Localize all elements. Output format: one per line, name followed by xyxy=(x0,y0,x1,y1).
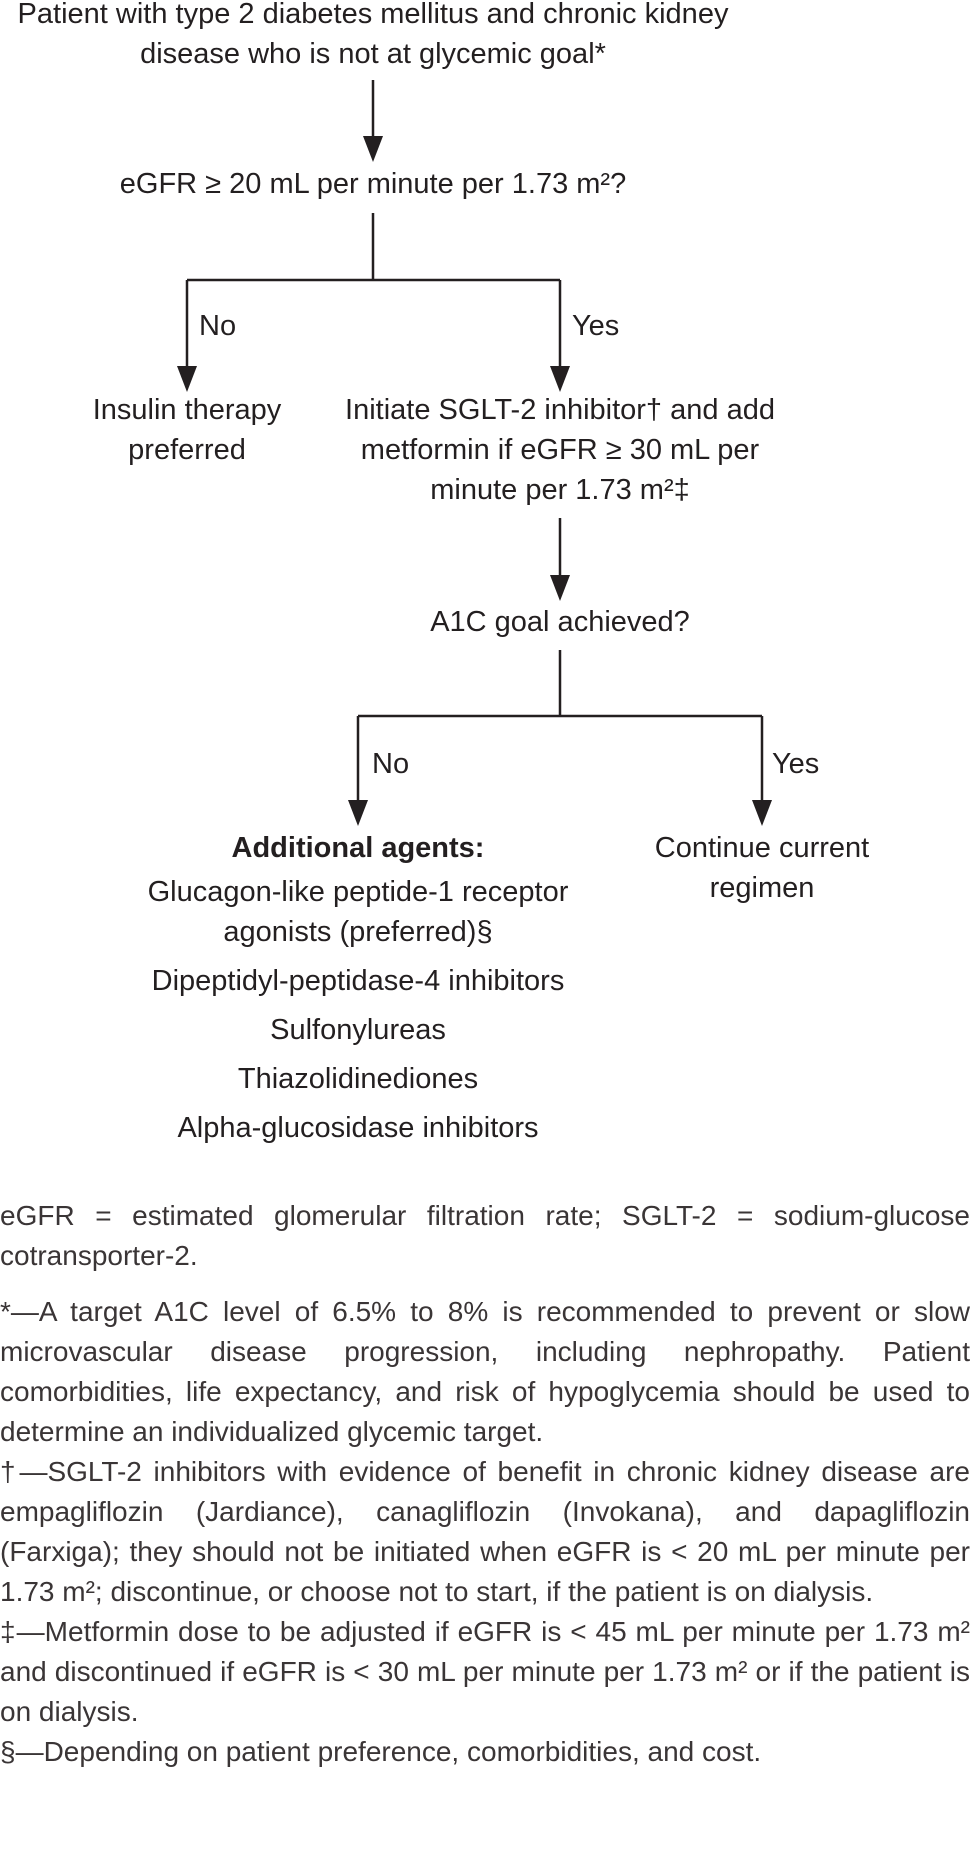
continue-node-text: Continue current regimen xyxy=(654,832,870,904)
arrowhead-egfr xyxy=(363,136,383,162)
insulin-node-text: Insulin therapy preferred xyxy=(92,394,282,466)
start-node: Patient with type 2 diabetes mellitus an… xyxy=(0,0,746,74)
agent-item-glp1: Glucagon-like peptide-1 receptor agonist… xyxy=(147,876,569,948)
footnote-section: §—Depending on patient preference, comor… xyxy=(0,1736,762,1767)
arrowhead-sglt2 xyxy=(550,366,570,392)
sglt2-node: Initiate SGLT-2 inhibitor† and add metfo… xyxy=(340,390,780,510)
arrowhead-continue xyxy=(752,800,772,826)
agent-item-thiazolidinediones: Thiazolidinediones xyxy=(237,1063,479,1095)
egfr-no-label: No xyxy=(199,310,237,342)
footnote-abbreviations: eGFR = estimated glomerular filtration r… xyxy=(0,1200,970,1271)
arrowhead-a1c xyxy=(550,575,570,601)
additional-agents-node: Additional agents: Glucagon-like peptide… xyxy=(108,828,608,1148)
additional-agents-title: Additional agents: xyxy=(231,832,485,864)
a1c-question-node: A1C goal achieved? xyxy=(360,602,760,642)
a1c-question-text: A1C goal achieved? xyxy=(430,606,690,638)
insulin-node: Insulin therapy preferred xyxy=(62,390,312,470)
continue-node: Continue current regimen xyxy=(646,828,878,908)
a1c-yes-label: Yes xyxy=(772,748,820,780)
footnote-double-dagger: ‡—Metformin dose to be adjusted if eGFR … xyxy=(0,1616,970,1727)
arrowhead-additional xyxy=(348,800,368,826)
egfr-question-text: eGFR ≥ 20 mL per minute per 1.73 m²? xyxy=(119,168,627,200)
footnote-star: *—A target A1C level of 6.5% to 8% is re… xyxy=(0,1296,970,1447)
footnote-dagger: †—SGLT-2 inhibitors with evidence of ben… xyxy=(0,1456,970,1607)
a1c-no-label: No xyxy=(372,748,410,780)
egfr-yes-label: Yes xyxy=(572,310,620,342)
flowchart-connectors xyxy=(177,80,772,826)
start-node-text: Patient with type 2 diabetes mellitus an… xyxy=(17,0,729,70)
footnotes: eGFR = estimated glomerular filtration r… xyxy=(0,1196,970,1772)
agent-item-dpp4: Dipeptidyl-peptidase-4 inhibitors xyxy=(151,965,565,997)
agent-item-sulfonylureas: Sulfonylureas xyxy=(270,1014,446,1046)
sglt2-node-text: Initiate SGLT-2 inhibitor† and add metfo… xyxy=(345,394,775,506)
egfr-question-node: eGFR ≥ 20 mL per minute per 1.73 m²? xyxy=(40,164,706,204)
agent-item-alpha-glucosidase: Alpha-glucosidase inhibitors xyxy=(177,1112,539,1144)
arrowhead-insulin xyxy=(177,366,197,392)
